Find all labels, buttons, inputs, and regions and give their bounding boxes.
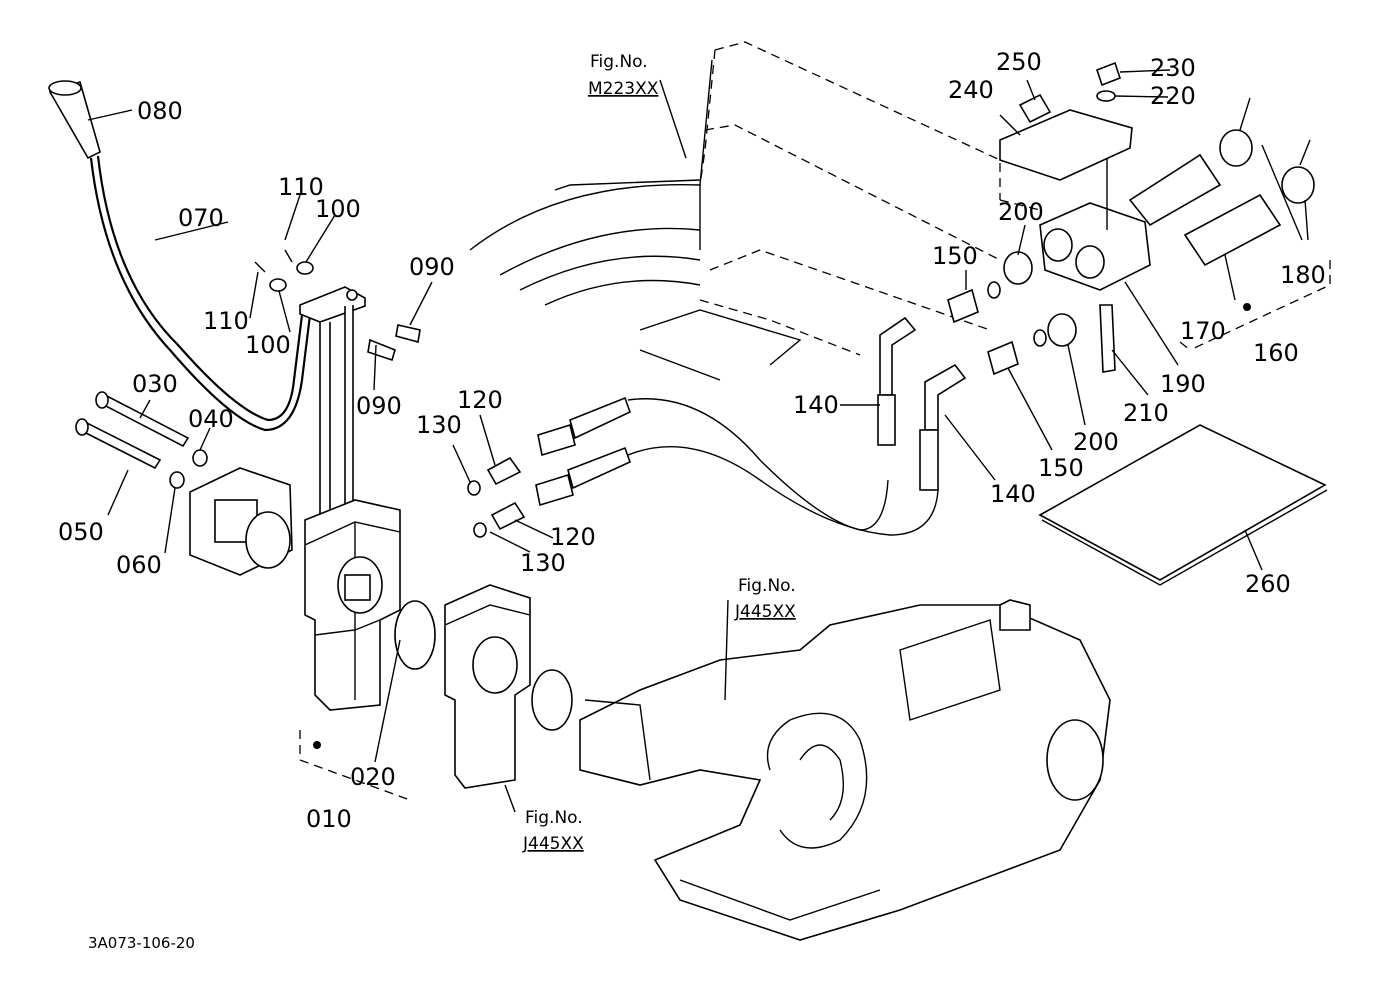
- callout-250: 250: [996, 48, 1042, 76]
- callout-040: 040: [188, 405, 234, 433]
- callout-130: 130: [416, 411, 462, 439]
- callout-140: 140: [793, 391, 839, 419]
- callout-260: 260: [1245, 570, 1291, 598]
- callout-070: 070: [178, 204, 224, 232]
- hydraulic-hoses: [627, 316, 967, 536]
- callout-180: 180: [1280, 261, 1326, 289]
- callout-060: 060: [116, 551, 162, 579]
- leader-lines: [87, 69, 1309, 813]
- fig-ref-number: J445XX: [522, 834, 584, 854]
- fig-ref-m223xx: Fig.No. M223XX: [588, 52, 659, 99]
- adapter-block: [1039, 120, 1151, 373]
- tractor-body-outline: [469, 41, 1041, 381]
- callout-050: 050: [58, 518, 104, 546]
- bolts: [75, 391, 208, 489]
- control-lever: [48, 80, 312, 432]
- end-cover: [189, 467, 293, 576]
- callout-020: 020: [350, 763, 396, 791]
- lever-bracket: [254, 249, 421, 521]
- callout-230: 230: [1150, 54, 1196, 82]
- callout-200: 200: [998, 198, 1044, 226]
- fig-ref-caption: Fig.No.: [525, 808, 583, 828]
- callout-110: 110: [278, 173, 324, 201]
- callout-120: 120: [457, 386, 503, 414]
- callout-110: 110: [203, 307, 249, 335]
- fig-ref-number: J445XX: [734, 602, 796, 622]
- callout-170: 170: [1180, 317, 1226, 345]
- callout-labels: 080 070 110 100 110 100 090 090 030 040 …: [58, 48, 1326, 833]
- couplings: [467, 396, 632, 538]
- callout-210: 210: [1123, 399, 1169, 427]
- callout-010: 010: [306, 805, 352, 833]
- callout-030: 030: [132, 370, 178, 398]
- callout-220: 220: [1150, 82, 1196, 110]
- fittings: [947, 251, 1077, 376]
- callout-120: 120: [550, 523, 596, 551]
- fig-ref-j445xx-upper: Fig.No. J445XX: [734, 576, 796, 622]
- callout-090: 090: [409, 253, 455, 281]
- fig-ref-number: M223XX: [588, 79, 659, 99]
- callout-160: 160: [1253, 339, 1299, 367]
- callout-090: 090: [356, 392, 402, 420]
- drawing-code: 3A073-106-20: [88, 934, 195, 952]
- fig-ref-caption: Fig.No.: [738, 576, 796, 596]
- callout-100: 100: [315, 195, 361, 223]
- callout-200: 200: [1073, 428, 1119, 456]
- callout-130: 130: [520, 549, 566, 577]
- callout-150: 150: [932, 242, 978, 270]
- callout-150: 150: [1038, 454, 1084, 482]
- callout-240: 240: [948, 76, 994, 104]
- callout-190: 190: [1160, 370, 1206, 398]
- control-valve: [299, 499, 436, 801]
- transmission-housing: [579, 599, 1111, 941]
- valve-section: [444, 584, 573, 789]
- callout-080: 080: [137, 97, 183, 125]
- callout-100: 100: [245, 331, 291, 359]
- fig-ref-j445xx-lower: Fig.No. J445XX: [522, 808, 584, 854]
- operator-manual: [1038, 424, 1328, 586]
- callout-140: 140: [990, 480, 1036, 508]
- mount-bracket: [999, 61, 1133, 181]
- quick-couplers: [1128, 97, 1331, 351]
- fig-ref-caption: Fig.No.: [590, 52, 648, 72]
